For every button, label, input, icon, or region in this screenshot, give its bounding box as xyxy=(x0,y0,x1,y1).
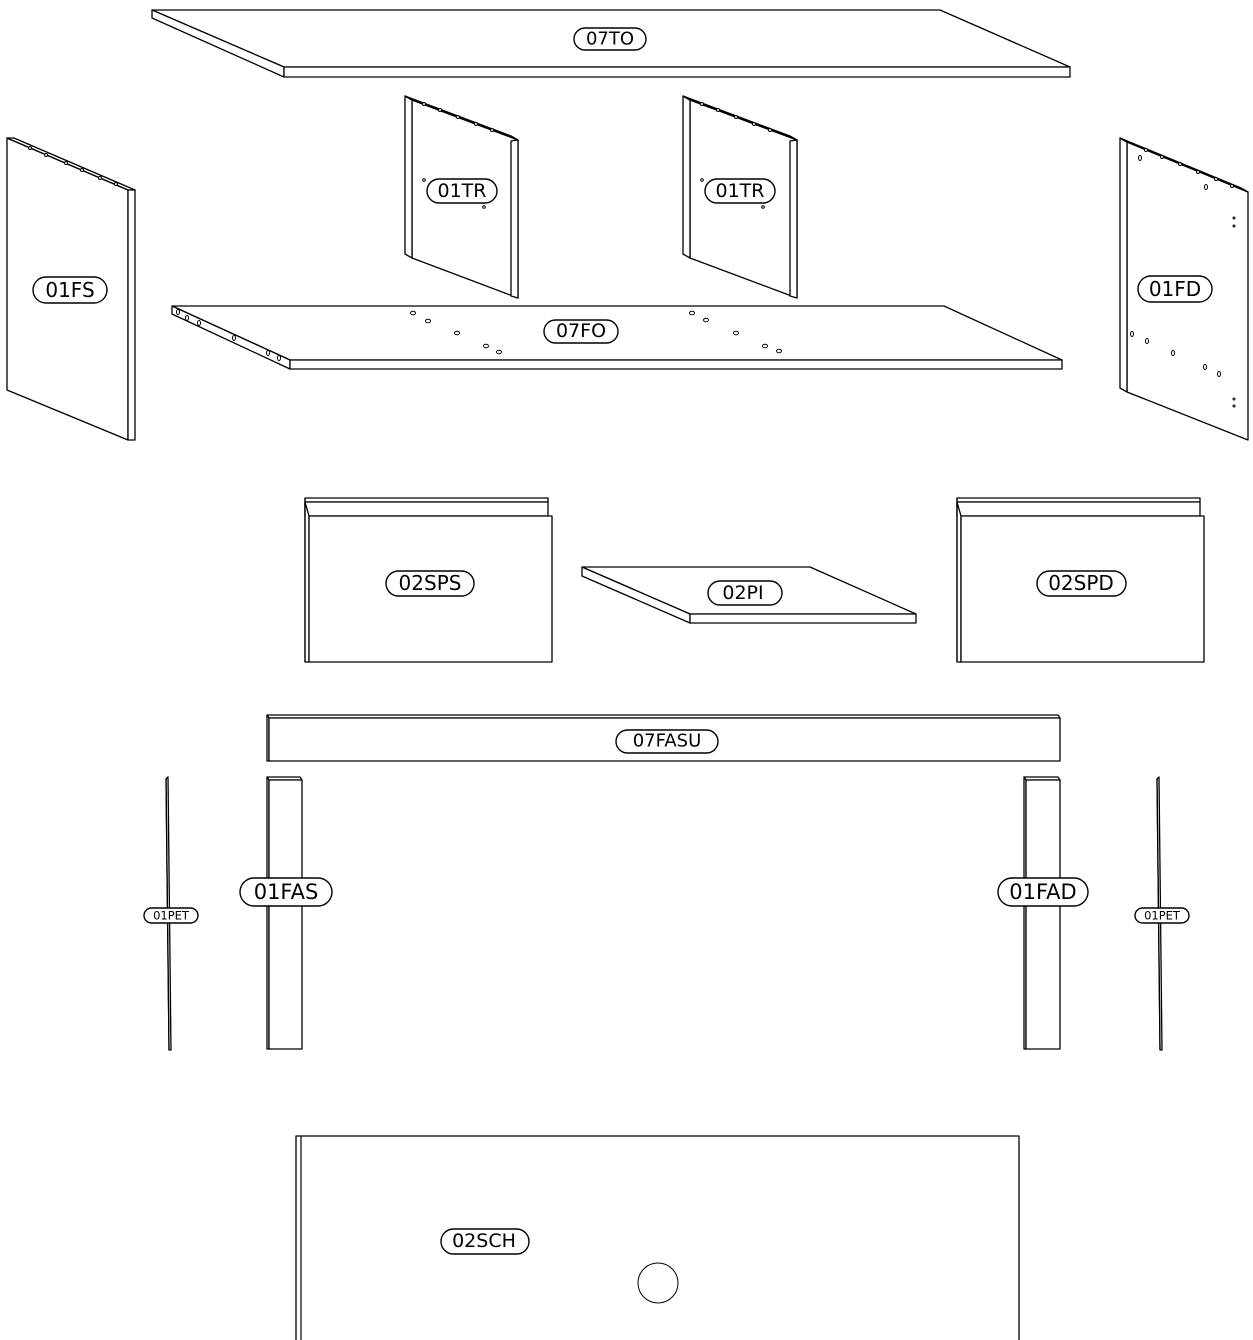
part-01fas-face-frame-left xyxy=(266,776,303,1050)
label-01fad: 01FAD xyxy=(997,877,1089,907)
label-07fasu-text: 07FASU xyxy=(633,731,702,752)
label-07fo: 07FO xyxy=(543,319,619,344)
label-01fd-text: 01FD xyxy=(1149,277,1201,301)
label-01fs-text: 01FS xyxy=(45,278,94,302)
part-01fad-face-frame-right xyxy=(1023,776,1061,1050)
label-01tr-left: 01TR xyxy=(426,178,498,204)
label-01pet-right: 01PET xyxy=(1134,907,1190,924)
label-02sch-text: 02SCH xyxy=(452,1230,516,1252)
label-01pet-right-text: 01PET xyxy=(1144,909,1181,923)
drawer-knob-hole xyxy=(637,1262,679,1304)
label-02pi: 02PI xyxy=(707,580,783,606)
label-07to-text: 07TO xyxy=(586,29,634,50)
label-01fd: 01FD xyxy=(1137,275,1213,303)
label-01tr-right: 01TR xyxy=(704,178,776,204)
label-07to: 07TO xyxy=(573,27,647,51)
label-02spd-text: 02SPD xyxy=(1048,571,1114,595)
label-01tr-right-text: 01TR xyxy=(716,180,765,202)
label-02spd: 02SPD xyxy=(1036,570,1127,597)
label-01fas-text: 01FAS xyxy=(254,880,319,904)
label-07fasu: 07FASU xyxy=(615,729,719,754)
label-01pet-left: 01PET xyxy=(143,907,199,924)
label-01tr-left-text: 01TR xyxy=(438,180,487,202)
label-02sps-text: 02SPS xyxy=(399,571,462,595)
label-02sps: 02SPS xyxy=(385,570,475,597)
label-01fs: 01FS xyxy=(32,276,108,304)
label-02sch: 02SCH xyxy=(440,1228,530,1255)
label-01pet-left-text: 01PET xyxy=(153,909,190,923)
label-01fas: 01FAS xyxy=(239,877,333,907)
label-02pi-text: 02PI xyxy=(722,582,763,604)
part-02sch-drawer-front xyxy=(295,1135,1020,1340)
label-07fo-text: 07FO xyxy=(556,320,606,342)
label-01fad-text: 01FAD xyxy=(1009,880,1076,904)
